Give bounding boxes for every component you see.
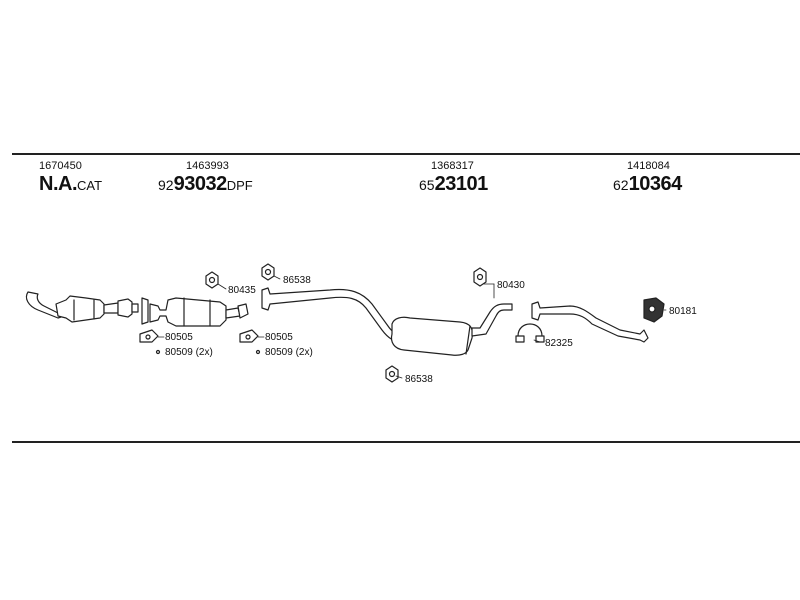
- code-prefix: 62: [613, 177, 629, 193]
- group-part-number: 1670450: [39, 160, 82, 172]
- gasket-80505-b-icon: [239, 329, 259, 343]
- diesel-particulate-filter-section: [141, 297, 249, 327]
- group-code: N.A.CAT: [39, 173, 102, 196]
- group-code: 9293032DPF: [158, 173, 253, 196]
- rubber-hanger-80435-icon: [205, 271, 219, 289]
- group-code: 6523101: [419, 173, 488, 196]
- callout-80435: 80435: [228, 285, 256, 296]
- callout-80505-a: 80505: [165, 332, 193, 343]
- top-divider: [12, 153, 800, 155]
- code-main: 93032: [173, 173, 228, 195]
- clamp-82325-icon: [515, 323, 545, 343]
- callout-86538-bottom: 86538: [405, 374, 433, 385]
- callout-80181: 80181: [669, 306, 697, 317]
- bolt-80509-a-icon: [155, 349, 161, 355]
- code-main: 10364: [628, 173, 683, 195]
- callout-80430: 80430: [497, 280, 525, 291]
- group-part-number: 1418084: [627, 160, 670, 172]
- callout-80505-b: 80505: [265, 332, 293, 343]
- group-header-4: 1418084 6210364: [613, 160, 682, 196]
- rubber-hanger-86538-top-icon: [261, 263, 275, 281]
- code-prefix: 65: [419, 177, 435, 193]
- group-header-3: 1368317 6523101: [419, 160, 488, 196]
- group-header-2: 1463993 9293032DPF: [158, 160, 253, 196]
- code-suffix: DPF: [226, 178, 253, 193]
- callout-82325: 82325: [545, 338, 573, 349]
- group-part-number: 1368317: [431, 160, 474, 172]
- code-suffix: CAT: [77, 178, 103, 193]
- middle-pipe-with-silencer: [261, 287, 513, 356]
- group-header-1: 1670450 N.A.CAT: [39, 160, 102, 196]
- rubber-hanger-80430-icon: [473, 267, 487, 287]
- group-part-number: 1463993: [186, 160, 229, 172]
- tailpipe-mounting-80181-icon: [643, 297, 665, 323]
- code-prefix: 92: [158, 177, 174, 193]
- callout-80509-b: 80509 (2x): [265, 347, 313, 358]
- rear-pipe-with-tailpipe: [531, 301, 649, 343]
- rubber-hanger-86538-bottom-icon: [385, 365, 399, 383]
- code-main: 23101: [434, 173, 489, 195]
- code-main: N.A.: [39, 173, 78, 195]
- callout-80509-a: 80509 (2x): [165, 347, 213, 358]
- bottom-divider: [12, 441, 800, 443]
- group-code: 6210364: [613, 173, 682, 196]
- leader-lines: [157, 275, 667, 379]
- bolt-80509-b-icon: [255, 349, 261, 355]
- gasket-80505-a-icon: [139, 329, 159, 343]
- front-pipe-with-catalytic-converter: [25, 291, 139, 323]
- callout-86538-top: 86538: [283, 275, 311, 286]
